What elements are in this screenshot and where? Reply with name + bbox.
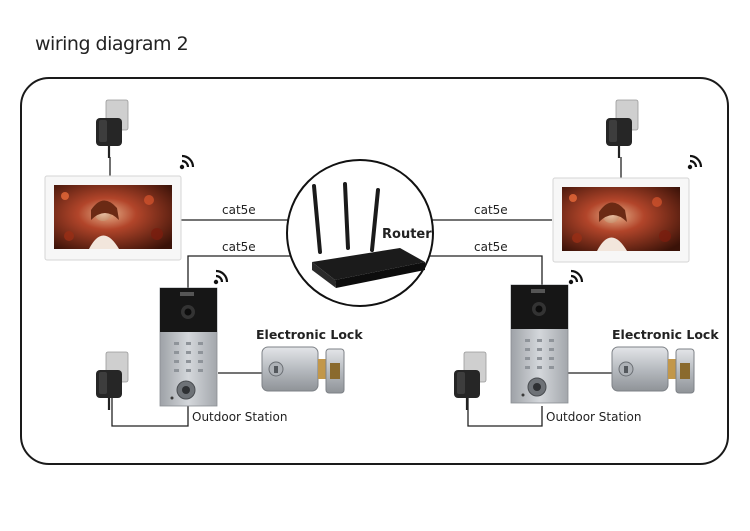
page-title: wiring diagram 2 — [35, 33, 189, 55]
station-label-left: Outdoor Station — [192, 410, 287, 424]
outdoor-station-left — [159, 287, 218, 407]
station-label-right: Outdoor Station — [546, 410, 641, 424]
router-label: Router — [382, 227, 432, 242]
wifi-icon — [212, 269, 229, 286]
electronic-lock-left — [261, 346, 345, 394]
wifi-icon — [686, 154, 703, 171]
power-adapter-icon — [452, 350, 488, 412]
power-adapter-icon — [604, 98, 640, 160]
lock-label-left: Electronic Lock — [256, 327, 363, 342]
cable-label-left-top: cat5e — [222, 203, 256, 217]
lock-label-right: Electronic Lock — [612, 327, 719, 342]
power-adapter-icon — [94, 98, 130, 160]
router-icon — [312, 182, 425, 288]
wifi-icon — [567, 269, 584, 286]
outdoor-station-right — [510, 284, 569, 404]
router: Router — [286, 159, 434, 307]
diagram-frame — [20, 77, 729, 465]
indoor-monitor-right — [552, 177, 690, 263]
cable-label-right-top: cat5e — [474, 203, 508, 217]
wifi-icon — [178, 154, 195, 171]
indoor-monitor-left — [44, 175, 182, 261]
electronic-lock-right — [611, 346, 695, 394]
cable-label-left-bottom: cat5e — [222, 240, 256, 254]
left-wiring — [109, 157, 295, 427]
right-wiring — [427, 157, 622, 427]
cable-label-right-bottom: cat5e — [474, 240, 508, 254]
